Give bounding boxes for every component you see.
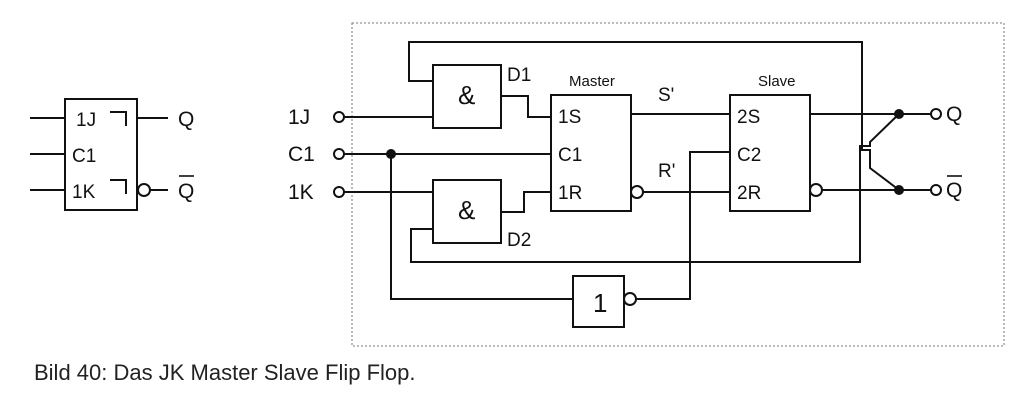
symbol-input-c1: C1 [72, 146, 96, 167]
postponed-output-mark [110, 111, 127, 126]
master-pin-1r: 1R [558, 183, 582, 204]
input-label-c1: C1 [288, 143, 315, 166]
and-gate-d1-label: D1 [507, 65, 531, 86]
and-gate-d2-label: D2 [507, 230, 531, 251]
junction-dot [894, 185, 904, 195]
terminal-qbar [930, 184, 942, 196]
terminal-1k [333, 186, 345, 198]
signal-s-prime: S' [658, 85, 674, 106]
slave-pin-2r: 2R [737, 183, 761, 204]
and-gate-d2-symbol: & [458, 195, 475, 225]
master-slave-circuit: 1J C1 1K & D1 & D2 Master 1S C1 1R Slave… [288, 22, 1005, 347]
slave-negation-bubble [809, 183, 823, 197]
postponed-output-mark [110, 179, 127, 194]
master-title: Master [569, 73, 615, 90]
slave-flipflop [729, 94, 811, 212]
and-gate-d1-symbol: & [458, 80, 475, 110]
output-label-qbar: Q [946, 179, 962, 202]
terminal-1j [333, 111, 345, 123]
inverter-symbol: 1 [593, 288, 607, 318]
wires [344, 41, 931, 300]
dashed-frame [351, 22, 1005, 347]
input-label-1k: 1K [288, 181, 314, 204]
junction-dot [386, 149, 396, 159]
input-label-1j: 1J [288, 106, 310, 129]
terminal-c1 [333, 148, 345, 160]
and-gate-d1 [432, 64, 502, 129]
symbol-input-1j: 1J [76, 110, 96, 131]
slave-pin-c2: C2 [737, 145, 761, 166]
figure-caption: Bild 40: Das JK Master Slave Flip Flop. [34, 360, 416, 385]
symbol-output-qbar: Q [178, 180, 194, 203]
master-pin-1s: 1S [558, 107, 581, 128]
master-negation-bubble [630, 185, 644, 199]
junction-dot [894, 109, 904, 119]
signal-r-prime: R' [658, 161, 675, 182]
symbol-negation-bubble [137, 183, 151, 197]
master-flipflop [550, 94, 632, 212]
jk-flipflop-symbol: 1J C1 1K Q Q [30, 98, 194, 211]
terminal-q [930, 108, 942, 120]
symbol-output-q: Q [178, 108, 194, 131]
inverter-negation-bubble [623, 292, 637, 306]
symbol-input-1k: 1K [72, 182, 96, 203]
master-pin-c1: C1 [558, 145, 582, 166]
inverter-gate [572, 275, 625, 328]
slave-pin-2s: 2S [737, 107, 760, 128]
output-label-q: Q [946, 103, 962, 126]
slave-title: Slave [758, 73, 796, 90]
